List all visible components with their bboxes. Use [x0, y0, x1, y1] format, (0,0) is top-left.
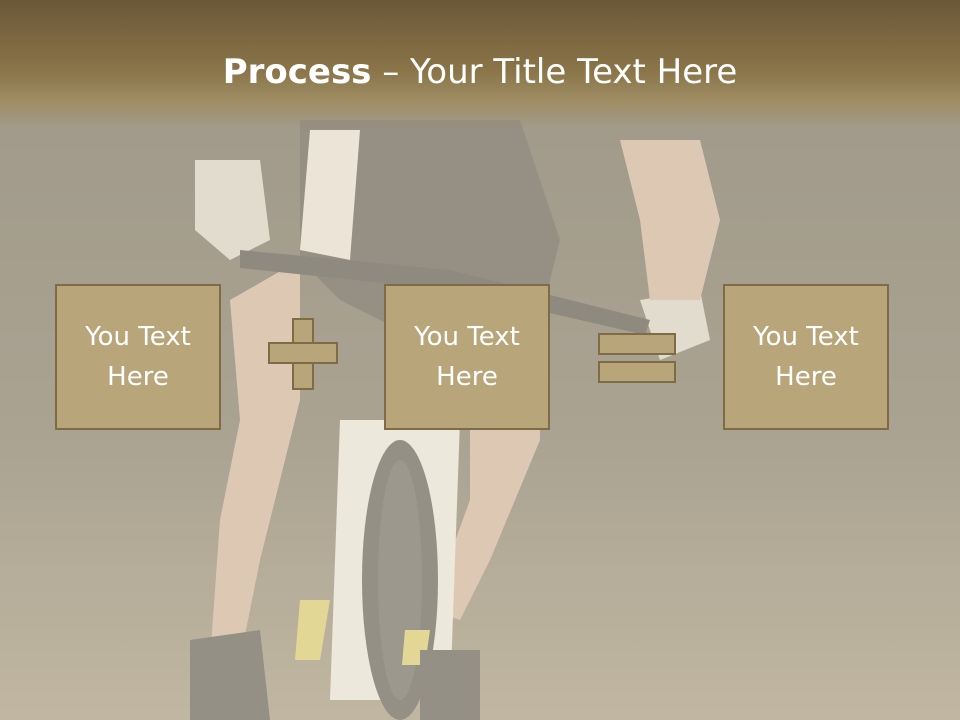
- process-box-label: You Text Here: [414, 322, 520, 392]
- title-rest: – Your Title Text Here: [371, 52, 738, 92]
- slide-title: Process – Your Title Text Here: [0, 52, 960, 92]
- title-bar: [0, 0, 960, 128]
- process-box-2: You Text Here: [384, 284, 550, 430]
- process-box-1: You Text Here: [55, 284, 221, 430]
- process-box-label: You Text Here: [753, 322, 859, 392]
- equals-top-bar: [598, 333, 676, 355]
- plus-center: [294, 344, 312, 362]
- process-box-3: You Text Here: [723, 284, 889, 430]
- title-bold: Process: [222, 52, 372, 92]
- process-box-label: You Text Here: [85, 322, 191, 392]
- equals-bottom-bar: [598, 361, 676, 383]
